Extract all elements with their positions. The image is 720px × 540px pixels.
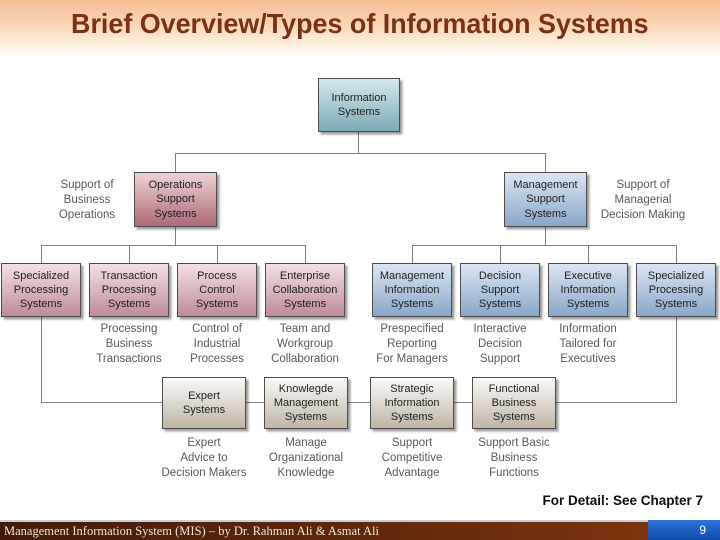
connector-line <box>500 245 501 263</box>
node-information-systems: Information Systems <box>318 78 400 132</box>
footer-credit: Management Information System (MIS) – by… <box>4 523 379 538</box>
sublabel-support-basic-business-functions: Support Basic Business Functions <box>478 437 550 480</box>
node-transaction-processing-systems: Transaction Processing Systems <box>89 263 169 317</box>
node-strategic-information-systems: Strategic Information Systems <box>370 377 454 429</box>
node-enterprise-collaboration-systems: Enterprise Collaboration Systems <box>265 263 345 317</box>
connector-line <box>41 317 42 403</box>
connector-line <box>41 402 677 403</box>
connector-line <box>129 245 130 263</box>
sublabel-prespecified-reporting-for-managers: Prespecified Reporting For Managers <box>376 323 448 366</box>
title-band: Brief Overview/Types of Information Syst… <box>0 0 720 56</box>
connector-line <box>358 132 359 153</box>
node-knowledge-management-systems: Knowlegde Management Systems <box>264 377 348 429</box>
side-label-managerial-decision-making: Support of Managerial Decision Making <box>600 179 686 222</box>
node-expert-systems: Expert Systems <box>162 377 246 429</box>
connector-line <box>41 245 42 263</box>
connector-line <box>175 153 176 172</box>
slide-title: Brief Overview/Types of Information Syst… <box>71 8 649 39</box>
sublabel-team-and-workgroup-collaboration: Team and Workgroup Collaboration <box>271 323 339 366</box>
connector-line <box>676 245 677 263</box>
connector-line <box>217 245 218 263</box>
node-decision-support-systems: Decision Support Systems <box>460 263 540 317</box>
node-specialized-processing-systems-left: Specialized Processing Systems <box>1 263 81 317</box>
sublabel-manage-organizational-knowledge: Manage Organizational Knowledge <box>268 437 344 480</box>
connector-line <box>676 317 677 403</box>
connector-line <box>545 153 546 172</box>
connector-line <box>588 245 589 263</box>
sublabel-processing-business-transactions: Processing Business Transactions <box>96 323 162 366</box>
node-management-information-systems: Management Information Systems <box>372 263 452 317</box>
node-process-control-systems: Process Control Systems <box>177 263 257 317</box>
connector-line <box>545 227 546 245</box>
connector-line <box>175 227 176 245</box>
sublabel-support-competitive-advantage: Support Competitive Advantage <box>381 437 443 480</box>
sublabel-information-tailored-for-executives: Information Tailored for Executives <box>559 323 617 366</box>
node-management-support-systems: Management Support Systems <box>504 172 587 227</box>
sublabel-interactive-decision-support: Interactive Decision Support <box>473 323 527 366</box>
sublabel-expert-advice-to-decision-makers: Expert Advice to Decision Makers <box>161 437 247 480</box>
connector-line <box>305 245 306 263</box>
node-functional-business-systems: Functional Business Systems <box>472 377 556 429</box>
connector-line <box>412 245 676 246</box>
connector-line <box>41 245 306 246</box>
connector-line <box>175 153 546 154</box>
page-number-badge: 9 <box>648 520 720 540</box>
node-operations-support-systems: Operations Support Systems <box>134 172 217 227</box>
node-executive-information-systems: Executive Information Systems <box>548 263 628 317</box>
sublabel-control-of-industrial-processes: Control of Industrial Processes <box>190 323 244 366</box>
footer-bar: Management Information System (MIS) – by… <box>0 520 720 540</box>
side-label-business-operations: Support of Business Operations <box>58 179 116 222</box>
node-specialized-processing-systems-right: Specialized Processing Systems <box>636 263 716 317</box>
chapter-note: For Detail: See Chapter 7 <box>542 493 703 508</box>
connector-line <box>412 245 413 263</box>
